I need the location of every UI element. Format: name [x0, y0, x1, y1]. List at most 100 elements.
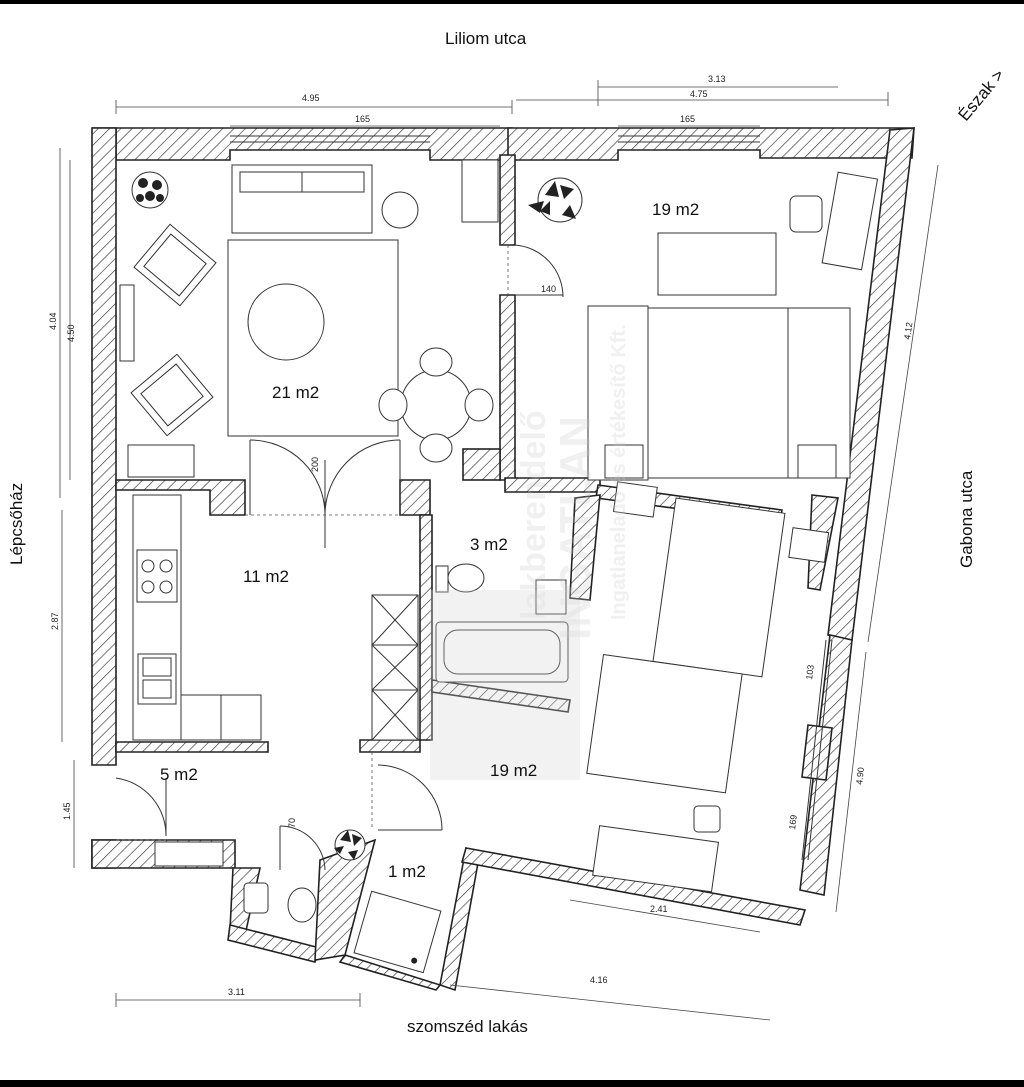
- bottom-bar: [0, 1080, 1024, 1087]
- armchair-bottom: [130, 353, 214, 437]
- street-east: Gabona utca: [957, 470, 976, 568]
- bedroom-north-furniture: [528, 171, 879, 481]
- street-north: Liliom utca: [445, 29, 527, 48]
- street-west: Lépcsőház: [7, 483, 26, 565]
- desk: [592, 825, 720, 893]
- living-furniture: [119, 159, 564, 548]
- street-south: szomszéd lakás: [407, 1017, 528, 1036]
- stove: [136, 549, 178, 603]
- plant-icon: [528, 177, 583, 223]
- room-hall-area: 5 m2: [160, 765, 198, 784]
- door-arc: [115, 777, 167, 837]
- room-bedroom-south-area: 19 m2: [490, 761, 537, 780]
- door-arc: [324, 439, 401, 516]
- low-cabinet: [127, 444, 195, 478]
- dim-window-169: 169: [787, 814, 799, 830]
- bedroom-wall-middle: [499, 294, 516, 481]
- kitchen-bottom-wall: [115, 741, 269, 753]
- dining-table: [400, 369, 472, 441]
- dim-door-200: 200: [310, 457, 320, 472]
- top-bar: [0, 0, 1024, 4]
- chair: [419, 433, 453, 463]
- shoe-cabinet: [154, 841, 224, 867]
- chair: [378, 388, 408, 422]
- wc-south-wall: [227, 924, 322, 963]
- bench: [657, 232, 777, 296]
- compass-north: Észak >: [955, 66, 1009, 125]
- bedroom-wall-upper: [499, 154, 516, 246]
- side-table: [381, 191, 419, 229]
- bathroom-east-wall: [569, 494, 601, 601]
- watermark: lakberendelő INGATLAN Ingatlaneladó és é…: [430, 324, 630, 780]
- double-bed: [647, 307, 789, 479]
- plant-icon: [131, 171, 169, 209]
- dim-right-lower: 4.90: [854, 767, 866, 786]
- watermark-line3: Ingatlaneladó és értékesítő Kft.: [608, 324, 630, 620]
- shower-east-wall: [439, 846, 481, 992]
- room-bathroom-area: 3 m2: [470, 535, 508, 554]
- room-toilet-area: 1 m2: [388, 862, 426, 881]
- wc-sink: [243, 882, 269, 914]
- desk: [821, 171, 879, 271]
- east-window-pier: [801, 724, 833, 781]
- dimension-lines: [59, 80, 939, 1021]
- dim-top-right-upper: 3.13: [708, 74, 726, 84]
- bathroom-furniture: [435, 563, 569, 683]
- desk-chair: [789, 195, 823, 233]
- sink: [535, 579, 567, 615]
- dim-top-right-width: 4.75: [690, 89, 708, 99]
- living-kitchen-partition: [115, 479, 246, 516]
- pillar: [462, 448, 501, 481]
- shower-tray: [353, 890, 442, 974]
- kitchen-furniture: [132, 494, 419, 741]
- toilet: [287, 887, 317, 923]
- dim-bottom-inner: 2.41: [650, 904, 668, 914]
- room-bedroom-north-area: 19 m2: [652, 200, 699, 219]
- door-arc: [249, 439, 326, 516]
- toilet: [447, 563, 485, 593]
- room-kitchen-area: 11 m2: [243, 567, 289, 586]
- dim-left-upper-a: 4.04: [48, 312, 58, 330]
- windows: [230, 135, 833, 861]
- room-living-area: 21 m2: [272, 383, 319, 402]
- shower-south-wall: [338, 954, 442, 991]
- bathroom-west-wall: [419, 514, 433, 741]
- east-wall-upper: [827, 127, 915, 641]
- dim-top-right-window: 165: [680, 114, 695, 124]
- door-arc: [377, 764, 443, 831]
- dim-bottom-right: 4.16: [590, 975, 608, 985]
- dim-left-upper-b: 4.50: [66, 324, 76, 342]
- dim-right-upper: 4.12: [902, 322, 914, 341]
- watermark-line1: lakberendelő: [515, 410, 553, 620]
- dim-window-103: 103: [804, 664, 816, 680]
- chair: [419, 347, 453, 377]
- north-wall-right: [507, 127, 915, 161]
- cabinet: [461, 159, 499, 223]
- dim-bottom-left: 3.11: [228, 987, 245, 997]
- dim-left-middle: 2.87: [50, 612, 60, 630]
- watermark-line2: INGATLAN: [551, 416, 600, 640]
- armchair-top: [133, 223, 217, 307]
- labels: Liliom utca Gabona utca Lépcsőház szomsz…: [7, 29, 1008, 1036]
- door-arc: [514, 244, 564, 298]
- desk-chair: [693, 805, 721, 833]
- wall-shelf: [119, 284, 135, 362]
- bed-lower: [586, 653, 743, 794]
- coffee-table: [247, 283, 325, 361]
- single-bed: [652, 497, 786, 678]
- plant-icon: [334, 829, 366, 861]
- dim-top-left-width: 4.95: [302, 93, 320, 103]
- dim-door-70: 70: [287, 818, 297, 828]
- dim-left-lower: 1.45: [62, 802, 72, 820]
- dim-top-left-window: 165: [355, 114, 370, 124]
- living-partition-right: [399, 479, 431, 516]
- chair: [464, 388, 494, 422]
- west-wall: [91, 127, 117, 766]
- dim-door-140: 140: [541, 284, 556, 294]
- north-wall-left: [92, 127, 513, 161]
- door-arc: [279, 825, 326, 871]
- hall-furniture: [115, 752, 443, 974]
- bathroom-south-wall: [431, 679, 571, 713]
